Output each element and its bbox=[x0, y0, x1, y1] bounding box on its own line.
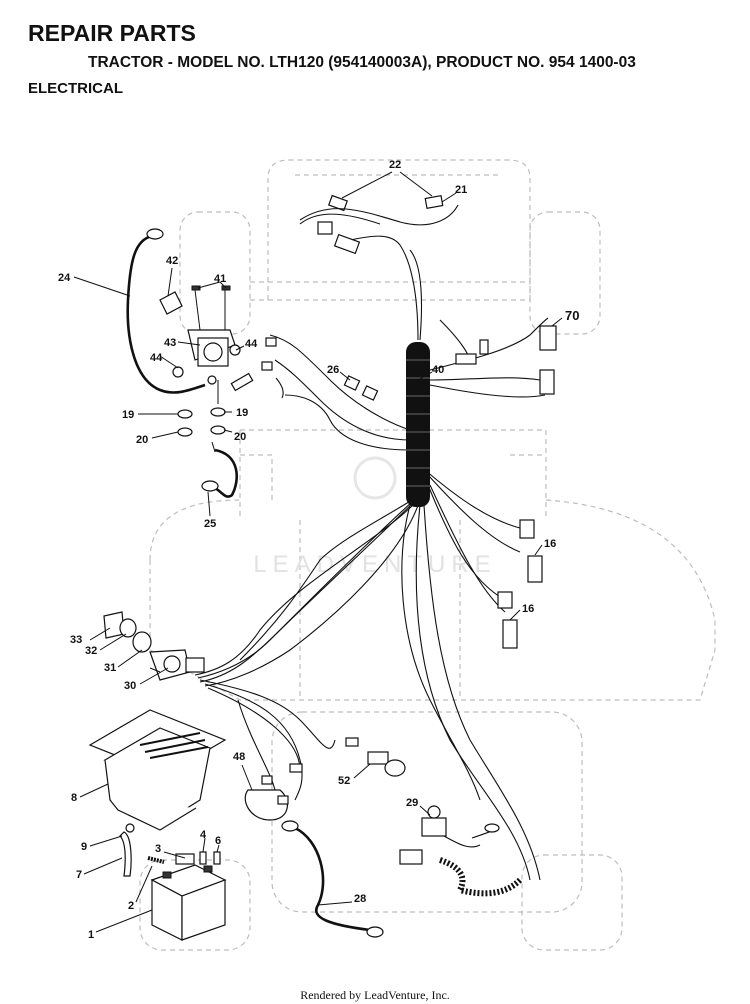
callout-31: 31 bbox=[104, 662, 116, 674]
callout-24: 24 bbox=[58, 272, 71, 284]
battery-cables bbox=[126, 228, 284, 498]
tractor-outline bbox=[139, 159, 716, 951]
callout-19-left: 19 bbox=[122, 409, 134, 421]
callout-25: 25 bbox=[204, 518, 216, 530]
washers bbox=[177, 380, 226, 437]
connector-26 bbox=[343, 375, 379, 401]
callout-19-right: 19 bbox=[236, 407, 248, 419]
callout-44-left: 44 bbox=[150, 352, 163, 364]
callout-48: 48 bbox=[233, 751, 245, 763]
callout-44-right: 44 bbox=[245, 338, 258, 350]
callout-1: 1 bbox=[88, 929, 94, 941]
callout-4: 4 bbox=[200, 829, 207, 841]
callout-6: 6 bbox=[215, 835, 221, 847]
footer-credit: Rendered by LeadVenture, Inc. bbox=[300, 988, 450, 1002]
callout-41: 41 bbox=[214, 273, 226, 285]
callout-labels: 1 2 3 4 6 7 8 9 16 16 19 19 20 20 21 22 … bbox=[58, 159, 579, 941]
callout-9: 9 bbox=[81, 841, 87, 853]
callout-16-lower: 16 bbox=[522, 603, 534, 615]
page-subtitle: TRACTOR - MODEL NO. LTH120 (954140003A),… bbox=[88, 54, 636, 71]
ignition-switch bbox=[103, 611, 205, 681]
starter-solenoid bbox=[159, 285, 241, 385]
connector-70 bbox=[455, 325, 557, 395]
callout-32: 32 bbox=[85, 645, 97, 657]
callout-40: 40 bbox=[432, 364, 444, 376]
battery-box bbox=[88, 709, 227, 831]
interlock-48-52 bbox=[244, 737, 406, 821]
section-heading: ELECTRICAL bbox=[28, 80, 123, 97]
watermark-logo bbox=[353, 456, 397, 500]
callout-leaders bbox=[73, 171, 563, 933]
callout-30: 30 bbox=[124, 680, 136, 692]
callout-29: 29 bbox=[406, 797, 418, 809]
page-title: REPAIR PARTS bbox=[28, 20, 196, 46]
callout-70: 70 bbox=[565, 308, 579, 323]
callout-8: 8 bbox=[71, 792, 77, 804]
callout-22: 22 bbox=[389, 159, 401, 171]
callout-52: 52 bbox=[338, 775, 350, 787]
callout-3: 3 bbox=[155, 843, 161, 855]
ground-cable bbox=[281, 820, 384, 938]
callout-43: 43 bbox=[164, 337, 176, 349]
callout-21: 21 bbox=[455, 184, 467, 196]
watermark-text: LEADVENTURE bbox=[253, 551, 496, 578]
main-wire-harness bbox=[194, 235, 549, 881]
battery bbox=[119, 823, 227, 941]
callout-16-upper: 16 bbox=[544, 538, 556, 550]
callout-28: 28 bbox=[354, 893, 366, 905]
seat-switch bbox=[399, 805, 523, 897]
wire-loom-coil bbox=[406, 342, 430, 507]
callout-42: 42 bbox=[166, 255, 178, 267]
callout-20-left: 20 bbox=[136, 434, 148, 446]
headlight-connectors bbox=[299, 194, 459, 255]
callout-7: 7 bbox=[76, 869, 82, 881]
callout-33: 33 bbox=[70, 634, 82, 646]
callout-2: 2 bbox=[128, 900, 134, 912]
callout-26: 26 bbox=[327, 364, 339, 376]
callout-20-right: 20 bbox=[234, 431, 246, 443]
connector-16 bbox=[497, 519, 543, 649]
